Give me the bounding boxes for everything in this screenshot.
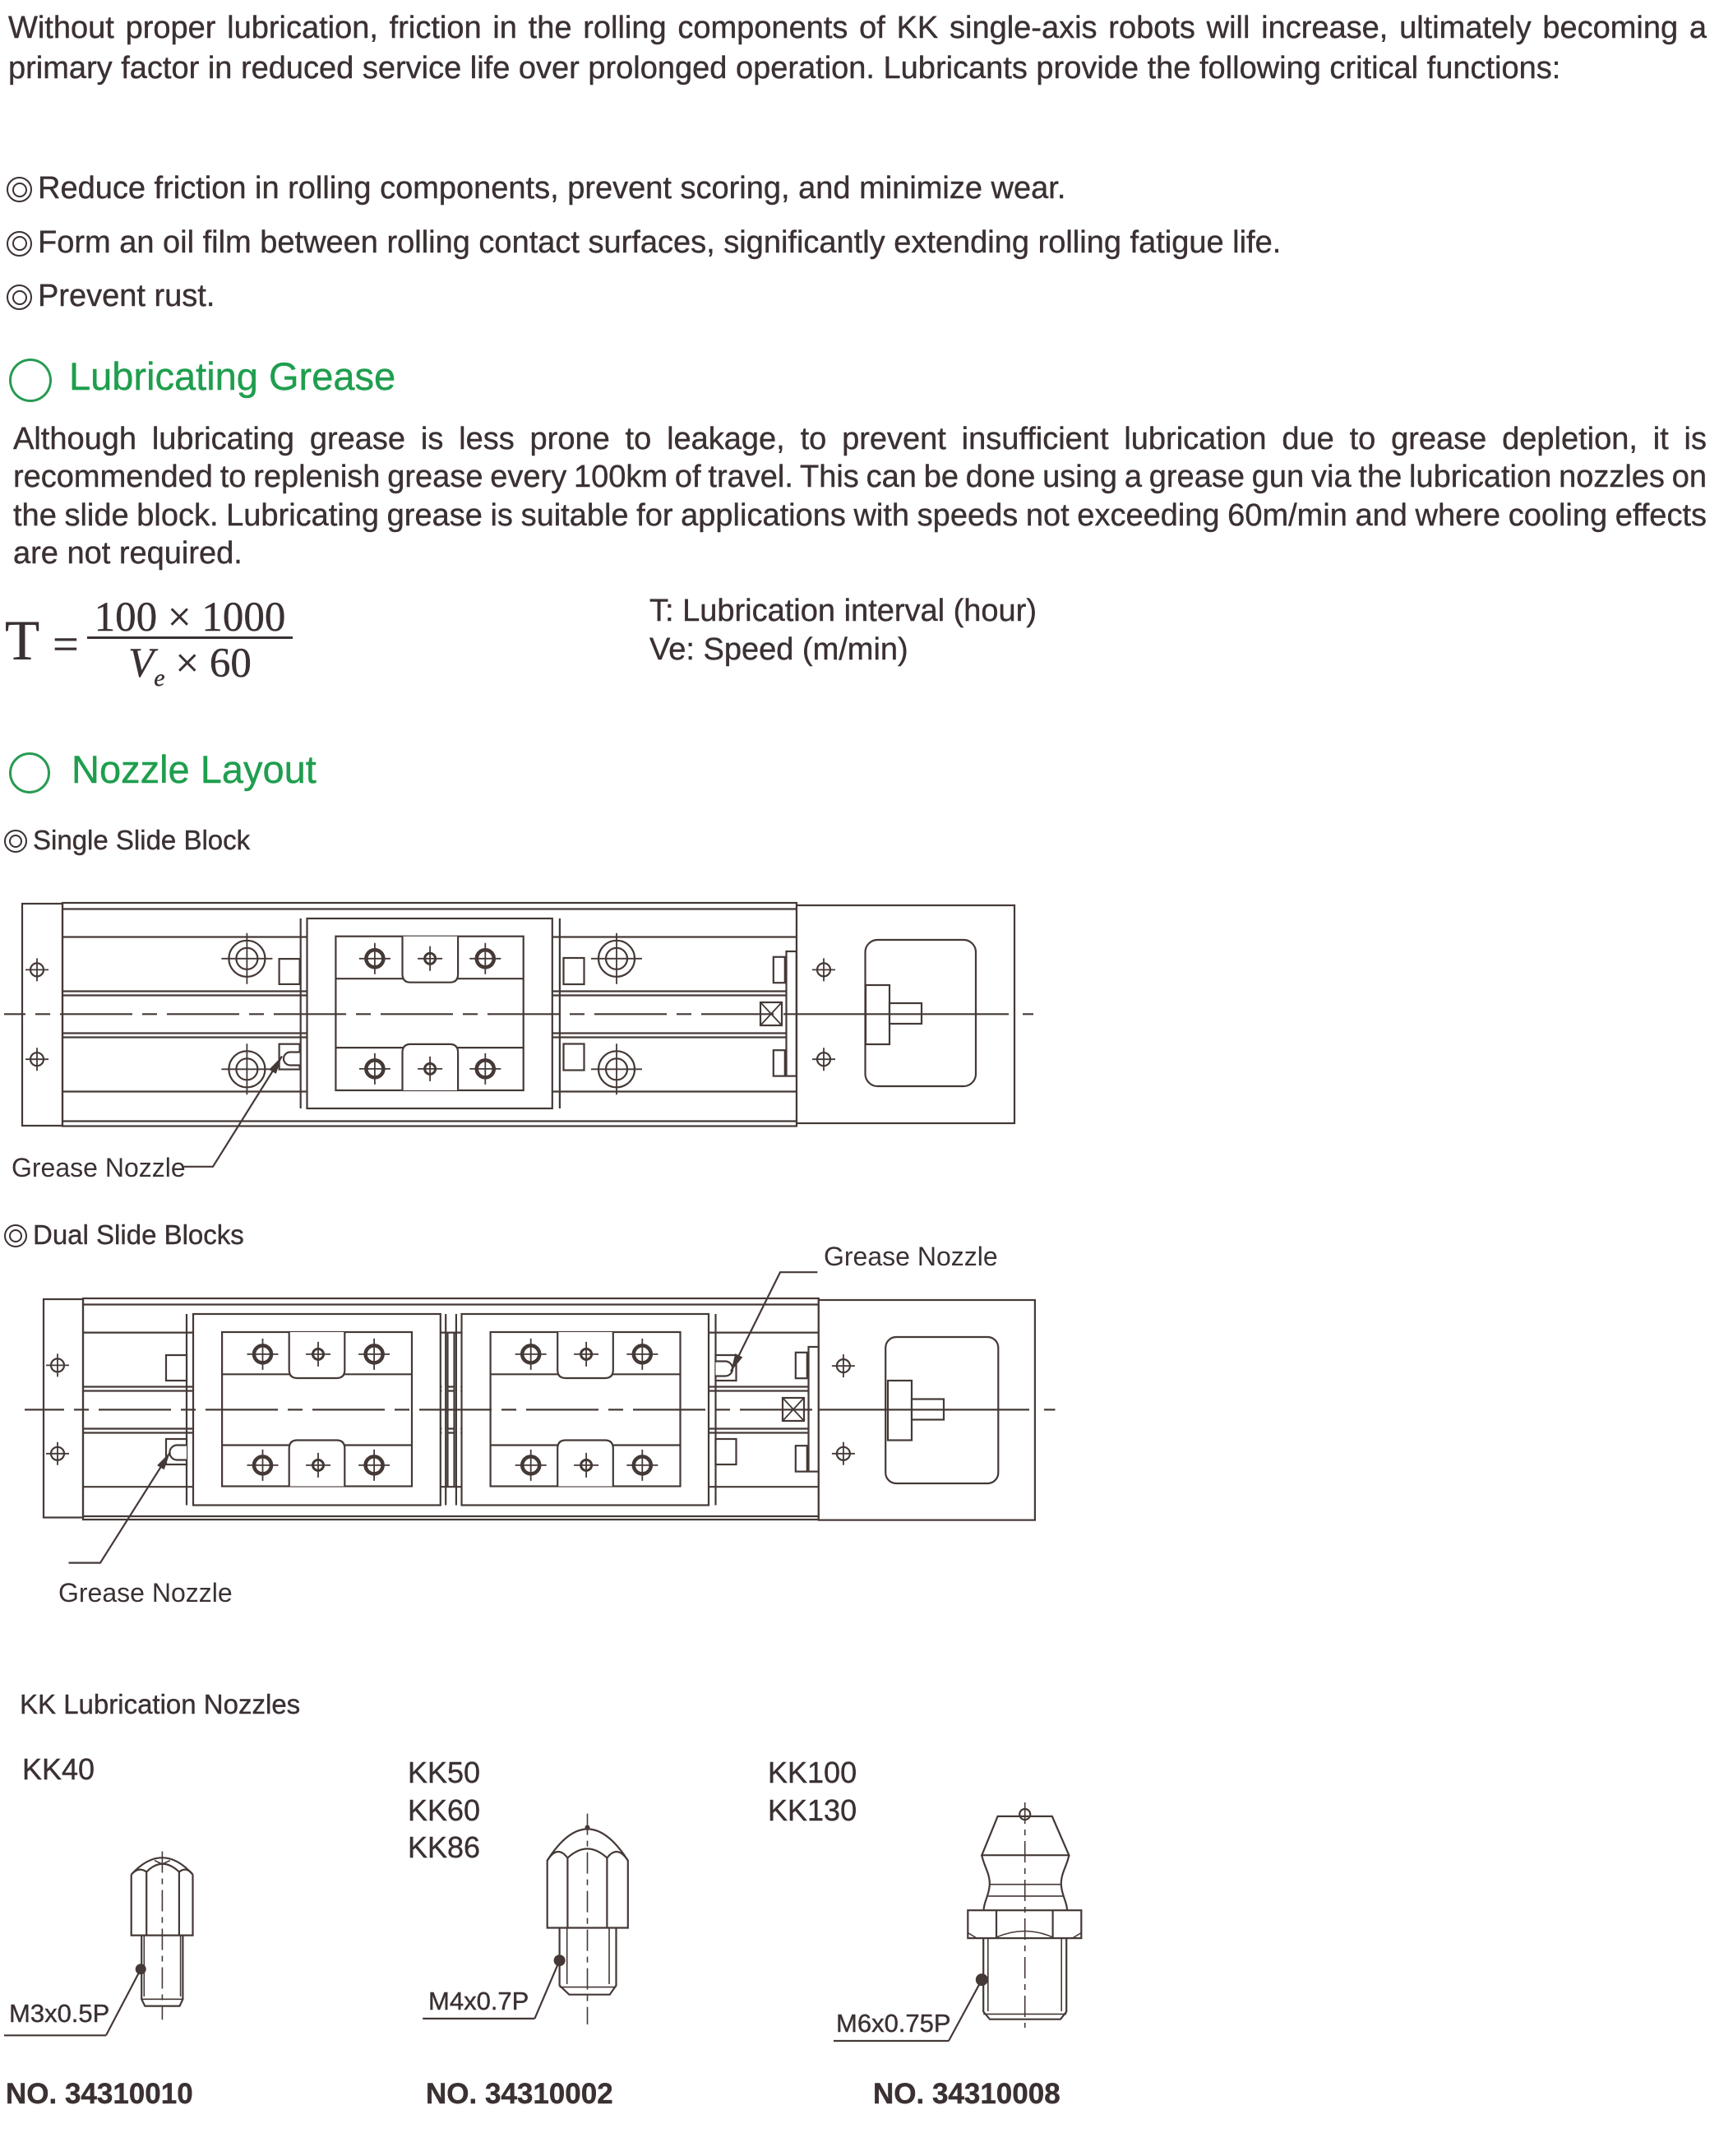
- svg-text:Grease Nozzle: Grease Nozzle: [12, 1153, 186, 1182]
- svg-text:Grease Nozzle: Grease Nozzle: [58, 1578, 233, 1608]
- svg-text:Grease Nozzle: Grease Nozzle: [824, 1242, 998, 1271]
